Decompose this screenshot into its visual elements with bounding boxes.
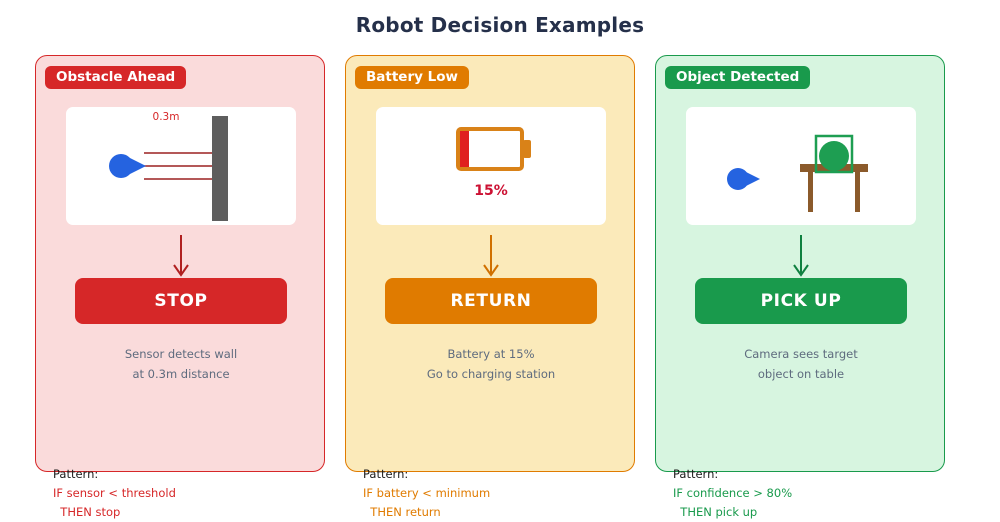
status-badge-object: Object Detected — [665, 66, 811, 89]
status-badge-battery: Battery Low — [355, 66, 469, 89]
pattern-block-object: Pattern: IF confidence > 80% THEN pick u… — [673, 465, 933, 522]
description-line-1: Battery at 15% — [447, 347, 535, 361]
pattern-rule: IF confidence > 80% THEN pick up — [673, 486, 793, 519]
distance-label: 0.3m — [152, 111, 180, 123]
page-title: Robot Decision Examples — [355, 13, 645, 37]
description-line-2: object on table — [757, 367, 845, 381]
pattern-label: Pattern: — [363, 467, 409, 481]
panel-battery-low: Battery Low 15% RETURN Battery at 15% Go… — [345, 55, 636, 519]
description-line-1: Camera sees target — [744, 347, 858, 361]
description-line-2: at 0.3m distance — [132, 367, 230, 381]
flow-arrow-return — [346, 233, 636, 286]
panel-obstacle-ahead: Obstacle Ahead 0.3m STOP Sensor detects … — [35, 55, 326, 519]
battery-scene: 15% — [376, 107, 606, 225]
pattern-block-battery: Pattern: IF battery < minimum THEN retur… — [363, 465, 623, 522]
action-button-return[interactable]: RETURN — [385, 278, 597, 324]
pattern-block-obstacle: Pattern: IF sensor < threshold THEN stop — [53, 465, 313, 522]
panel-object-detected: Object Detected PICK UP Camera sees targ… — [655, 55, 946, 519]
object-description: Camera sees target object on table — [656, 344, 946, 384]
object-scene — [686, 107, 916, 225]
pattern-label: Pattern: — [53, 467, 99, 481]
status-badge-obstacle: Obstacle Ahead — [45, 66, 187, 89]
pattern-rule: IF sensor < threshold THEN stop — [53, 486, 176, 519]
battery-description: Battery at 15% Go to charging station — [346, 344, 636, 384]
obstacle-scene: 0.3m — [66, 107, 296, 225]
description-line-1: Sensor detects wall — [124, 347, 238, 361]
obstacle-description: Sensor detects wall at 0.3m distance — [36, 344, 326, 384]
pattern-label: Pattern: — [673, 467, 719, 481]
action-button-pickup[interactable]: PICK UP — [695, 278, 907, 324]
flow-arrow-pickup — [656, 233, 946, 286]
flow-arrow-stop — [36, 233, 326, 286]
description-line-2: Go to charging station — [426, 367, 556, 381]
battery-percent-label: 15% — [474, 183, 508, 199]
object-illustration — [727, 134, 868, 212]
battery-illustration — [456, 127, 531, 171]
action-button-stop[interactable]: STOP — [75, 278, 287, 324]
obstacle-illustration — [109, 116, 228, 221]
pattern-rule: IF battery < minimum THEN return — [363, 486, 491, 519]
